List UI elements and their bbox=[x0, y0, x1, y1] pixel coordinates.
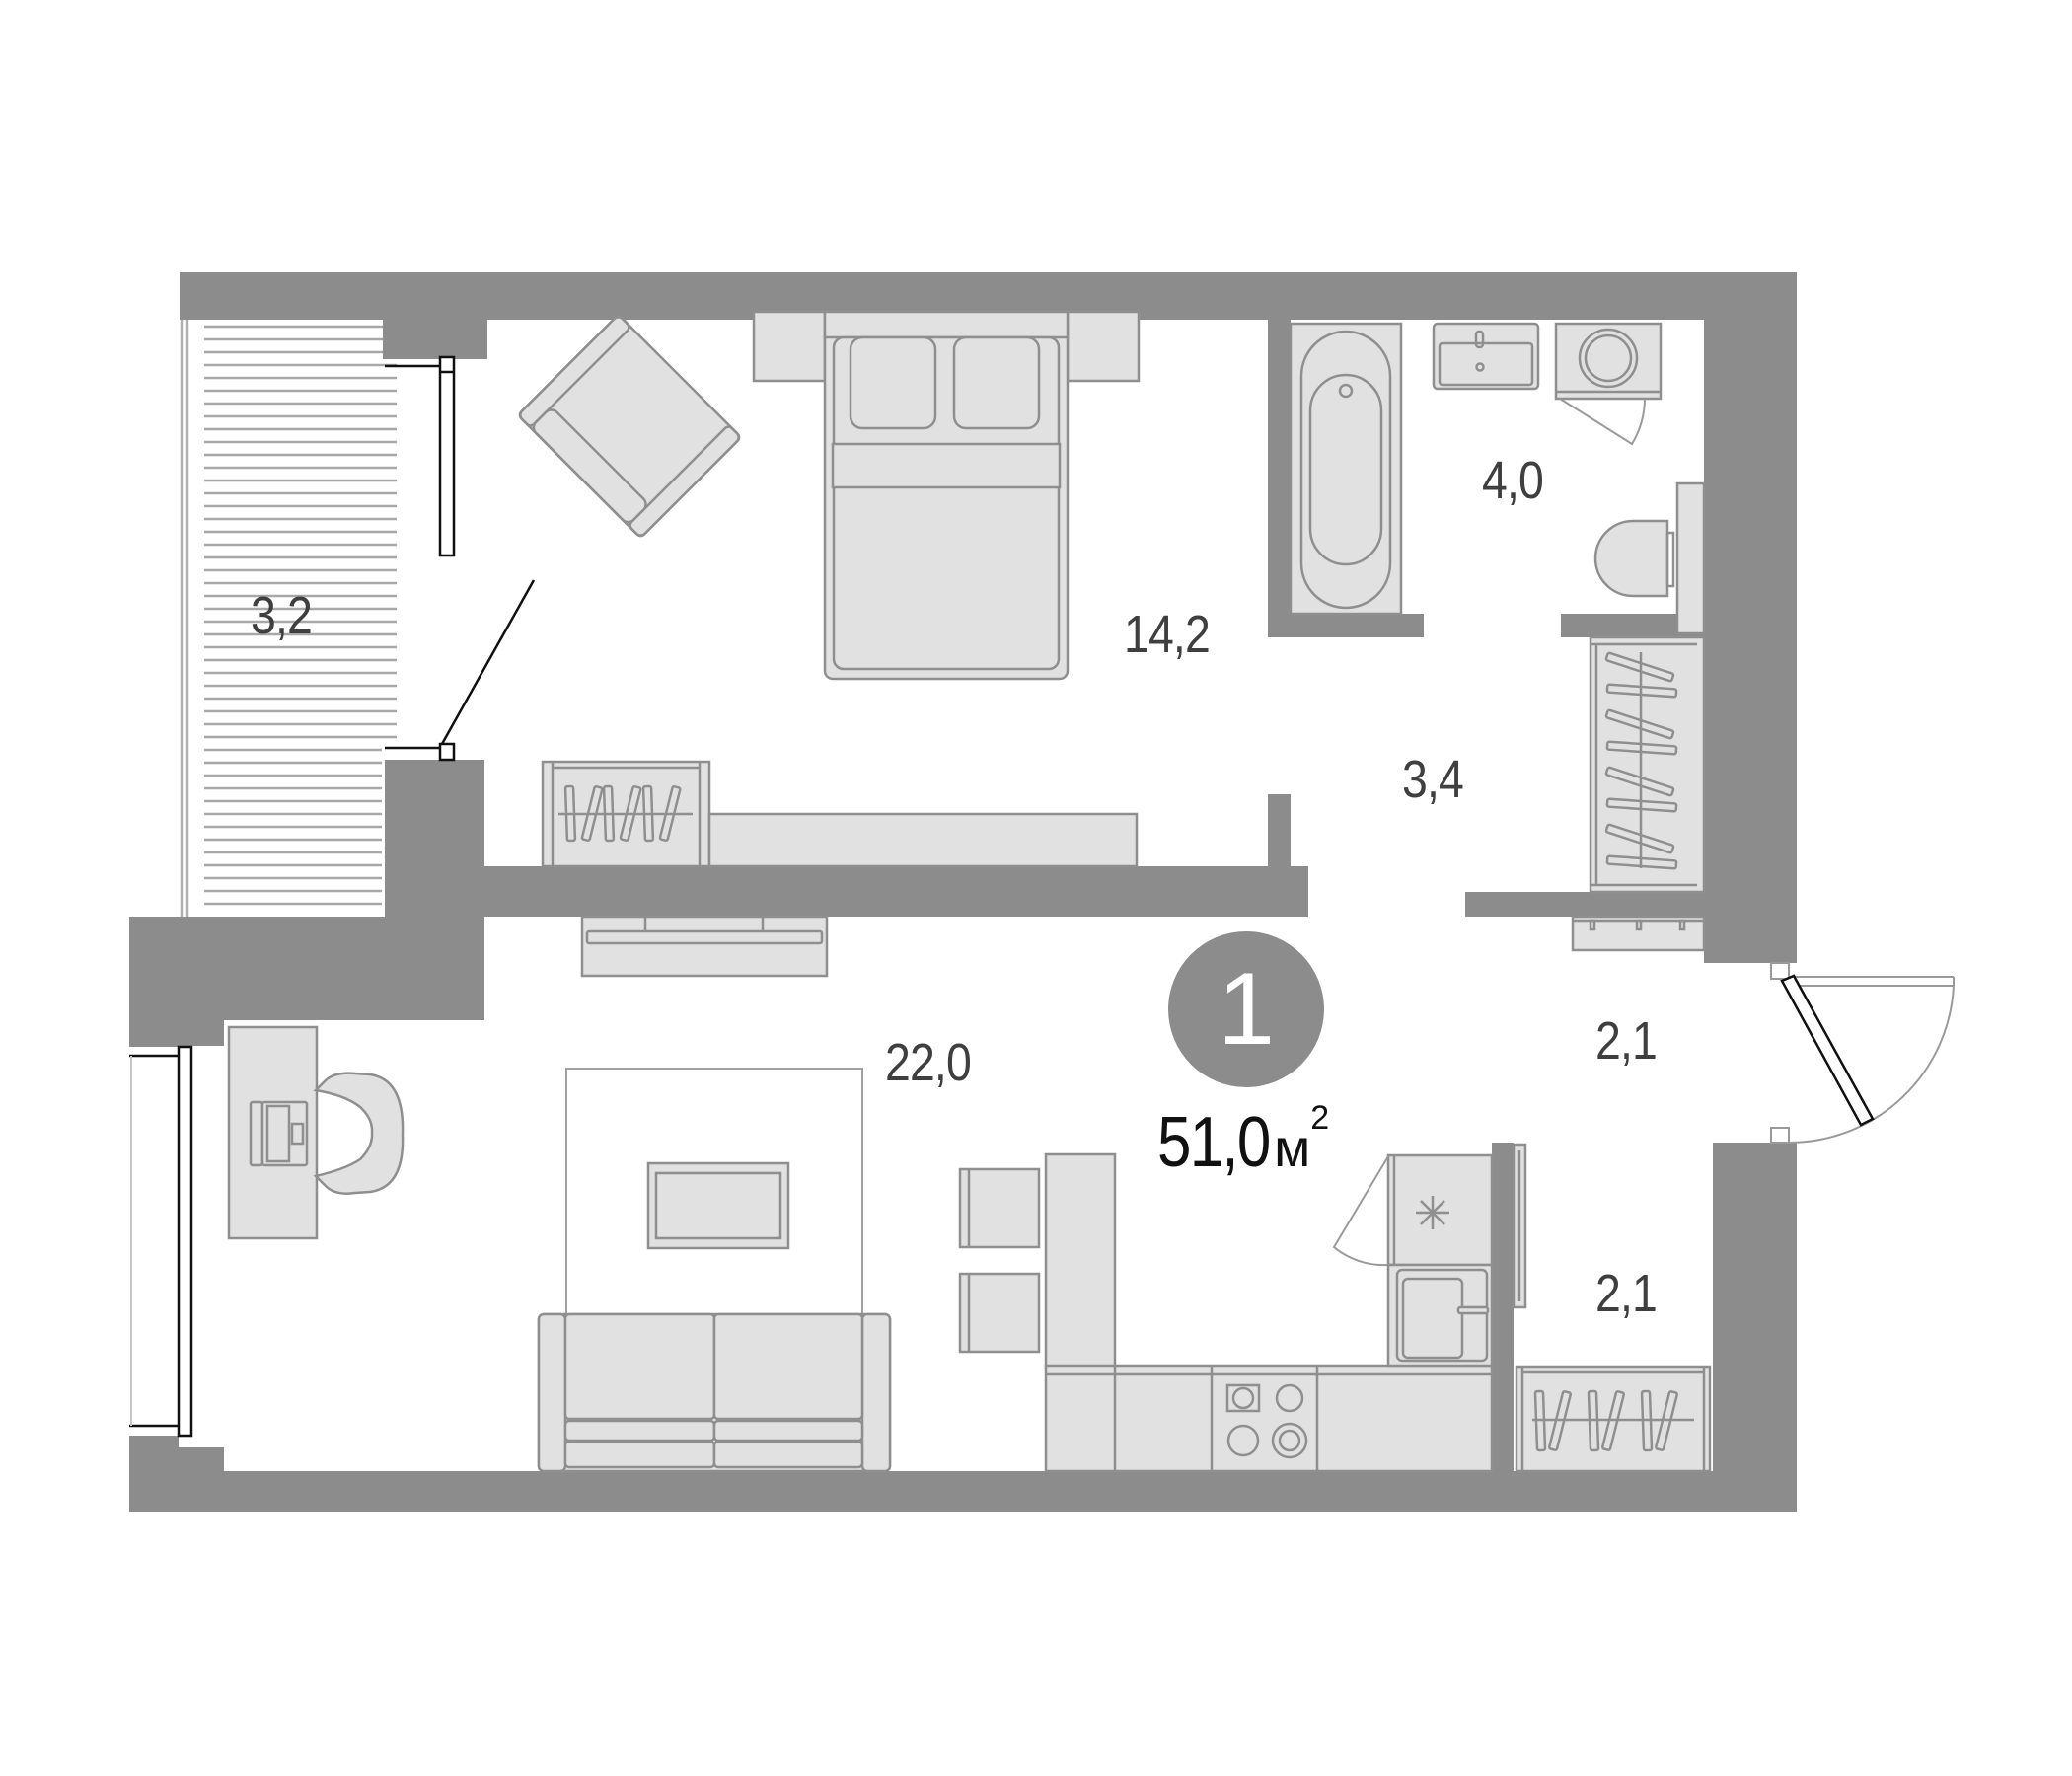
room-area-bathroom: 4,0 bbox=[1482, 451, 1544, 510]
tall-cabinet bbox=[1044, 1152, 1117, 1369]
tv-unit bbox=[580, 915, 829, 978]
room-area-balcony: 3,2 bbox=[251, 586, 313, 645]
cooktop bbox=[1225, 1383, 1308, 1459]
oven bbox=[1386, 1263, 1494, 1368]
fridge bbox=[1332, 1153, 1494, 1267]
storage-door[interactable] bbox=[1512, 1143, 1527, 1309]
armchair bbox=[518, 315, 741, 538]
rooms-count: 1 bbox=[1218, 952, 1275, 1067]
room-area-living-room: 22,0 bbox=[885, 1033, 972, 1092]
balcony-door[interactable] bbox=[385, 579, 536, 762]
toilet bbox=[1593, 481, 1706, 635]
bathtub bbox=[1289, 322, 1403, 616]
entrance-door[interactable] bbox=[1770, 962, 1955, 1145]
room-area-bedroom: 14,2 bbox=[1124, 605, 1211, 664]
bookshelf-bedroom bbox=[541, 760, 711, 868]
living-room-window bbox=[129, 1045, 193, 1438]
balcony-window-top bbox=[385, 355, 456, 557]
room-area-entrance-hall: 2,1 bbox=[1595, 1011, 1658, 1071]
coffee-table bbox=[646, 1161, 790, 1250]
shoe-rack bbox=[1571, 915, 1706, 952]
rooms-count-badge: 1 bbox=[1168, 931, 1324, 1087]
room-area-storage: 2,1 bbox=[1595, 1264, 1658, 1323]
bedroom-dresser bbox=[707, 812, 1139, 868]
double-bed bbox=[752, 310, 1141, 681]
washing-machine bbox=[1554, 322, 1663, 446]
total-area-unit: м bbox=[1274, 1119, 1311, 1178]
hall-wardrobe bbox=[1589, 635, 1706, 894]
sofa bbox=[537, 1312, 892, 1473]
balcony-decking bbox=[204, 325, 397, 906]
total-area-value: 51,0 bbox=[1157, 1103, 1271, 1182]
kitchen bbox=[1044, 1143, 1527, 1473]
work-desk bbox=[227, 1025, 319, 1240]
dining-chairs bbox=[958, 1167, 1041, 1354]
balcony bbox=[180, 319, 397, 917]
sink bbox=[1432, 322, 1540, 391]
office-chair bbox=[313, 1072, 405, 1195]
room-area-hall-closet: 3,4 bbox=[1402, 750, 1464, 809]
walls bbox=[129, 272, 1797, 1512]
storage-wardrobe bbox=[1515, 1365, 1712, 1473]
total-area-superscript: 2 bbox=[1310, 1099, 1330, 1137]
total-area: 51,0м2 bbox=[1157, 1101, 1329, 1182]
